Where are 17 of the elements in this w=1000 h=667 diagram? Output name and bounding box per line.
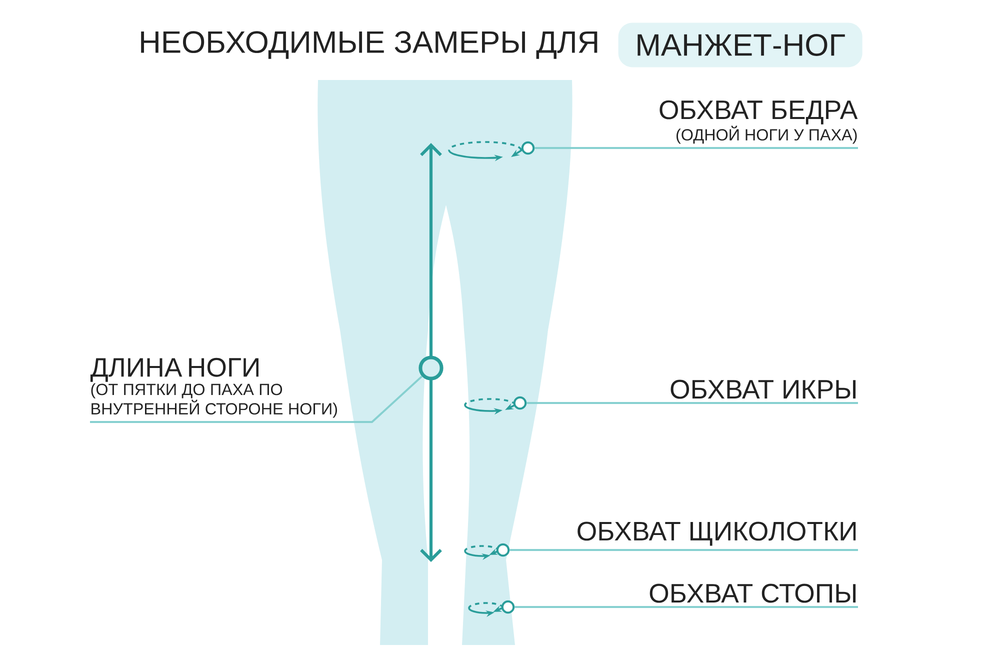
title: НЕОБХОДИМЫЕ ЗАМЕРЫ ДЛЯ — [141, 31, 598, 59]
highlight-box: МАНЖЕТ-НОГ — [618, 22, 862, 68]
leader-line — [534, 147, 858, 149]
measurement-label: ОБХВАТ БЕДРА (ОДНОЙ НОГИ У ПАХА) — [660, 100, 858, 144]
measure-point — [501, 600, 515, 614]
measure-point — [513, 396, 527, 410]
leader-line — [510, 549, 858, 551]
measurement-label: ОБХВАТ СТОПЫ — [650, 584, 856, 603]
measure-point — [418, 356, 444, 380]
leader-line — [514, 606, 858, 608]
measurement-label: ДЛИНА НОГИ (ОТ ПЯТКИ ДО ПАХА ПО ВНУТРЕННЕЙ СТОРОНЕ НОГИ) — [90, 358, 337, 418]
measure-point — [521, 141, 535, 155]
measure-point — [496, 543, 510, 557]
measurement-label: ОБХВАТ ЩИКОЛОТКИ — [578, 522, 856, 546]
measurement-label: ОБХВАТ ИКРЫ — [670, 380, 856, 399]
leader-line — [90, 376, 423, 423]
leader-line — [526, 402, 858, 404]
